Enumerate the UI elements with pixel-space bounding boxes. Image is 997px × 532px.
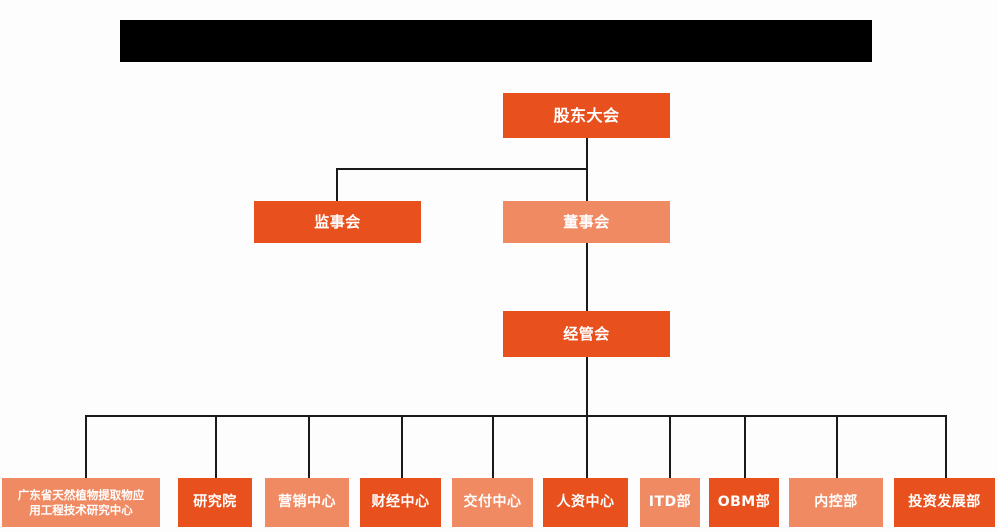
connector-department-bus xyxy=(85,415,946,417)
connector-directors-to-management xyxy=(586,243,588,311)
node-label: 股东大会 xyxy=(553,105,620,125)
connector-shareholders-horizontal xyxy=(336,168,588,170)
node-dept-obm[interactable]: OBM部 xyxy=(709,478,779,527)
node-board-of-directors[interactable]: 董事会 xyxy=(503,201,670,243)
node-dept-hr-center[interactable]: 人资中心 xyxy=(543,478,628,527)
connector-drop-dept-4 xyxy=(401,415,403,478)
node-dept-marketing-center[interactable]: 营销中心 xyxy=(265,478,349,527)
node-label: 研究院 xyxy=(193,493,237,510)
node-dept-itd[interactable]: ITD部 xyxy=(640,478,700,527)
node-management-committee[interactable]: 经管会 xyxy=(503,311,670,357)
node-label: 财经中心 xyxy=(371,493,430,510)
node-dept-investment-development[interactable]: 投资发展部 xyxy=(894,478,995,527)
node-dept-internal-control[interactable]: 内控部 xyxy=(789,478,883,527)
node-shareholders-meeting[interactable]: 股东大会 xyxy=(503,93,670,138)
connector-drop-dept-9 xyxy=(836,415,838,478)
redacted-title-bar xyxy=(120,20,872,62)
connector-drop-dept-1 xyxy=(85,415,87,478)
node-dept-research-institute[interactable]: 研究院 xyxy=(178,478,252,527)
node-label: 广东省天然植物提取物应 用工程技术研究中心 xyxy=(17,488,145,517)
node-dept-gd-plant-extract-center[interactable]: 广东省天然植物提取物应 用工程技术研究中心 xyxy=(2,478,160,527)
connector-drop-dept-10 xyxy=(945,415,947,478)
node-label: 投资发展部 xyxy=(908,493,981,510)
connector-drop-dept-3 xyxy=(308,415,310,478)
node-label: 人资中心 xyxy=(556,493,615,510)
node-label: 营销中心 xyxy=(278,493,336,510)
node-label: 监事会 xyxy=(314,212,361,231)
node-label: 内控部 xyxy=(814,493,858,510)
node-label: 经管会 xyxy=(563,324,610,343)
node-board-of-supervisors[interactable]: 监事会 xyxy=(254,201,421,243)
node-label: 交付中心 xyxy=(463,493,522,510)
node-label: 董事会 xyxy=(563,212,610,231)
connector-shareholders-down xyxy=(586,138,588,169)
node-dept-delivery-center[interactable]: 交付中心 xyxy=(452,478,533,527)
node-dept-finance-center[interactable]: 财经中心 xyxy=(360,478,441,527)
connector-drop-dept-6 xyxy=(586,415,588,478)
connector-drop-dept-2 xyxy=(215,415,217,478)
connector-drop-dept-8 xyxy=(744,415,746,478)
connector-management-down xyxy=(586,357,588,416)
connector-to-supervisors xyxy=(336,168,338,201)
connector-to-directors xyxy=(586,168,588,201)
node-label: OBM部 xyxy=(717,493,771,510)
node-label: ITD部 xyxy=(648,493,692,510)
connector-drop-dept-7 xyxy=(669,415,671,478)
connector-drop-dept-5 xyxy=(492,415,494,478)
